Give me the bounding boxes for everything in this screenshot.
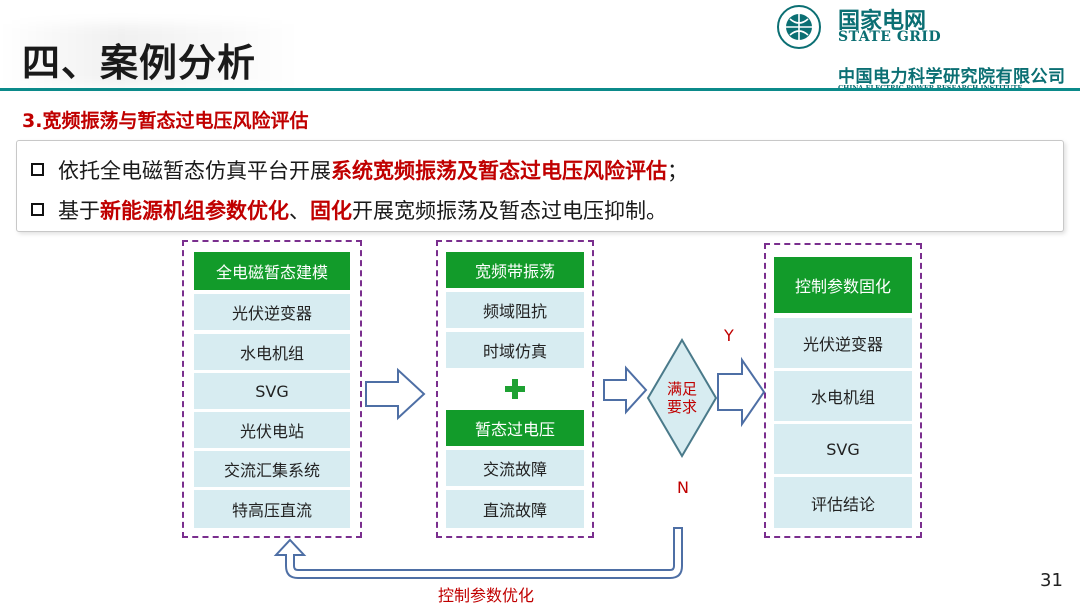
bullet-text: 依托全电磁暂态仿真平台开展 [58, 159, 331, 183]
overvoltage-item: 直流故障 [446, 490, 584, 528]
square-bullet-icon [31, 203, 44, 216]
bullet-box: 依托全电磁暂态仿真平台开展系统宽频振荡及暂态过电压风险评估； 基于新能源机组参数… [16, 140, 1064, 232]
overvoltage-header: 暂态过电压 [446, 410, 584, 446]
plus-icon [505, 379, 525, 399]
bullet-text: 基于 [58, 199, 100, 223]
oscillation-item: 频域阻抗 [446, 292, 584, 328]
square-bullet-icon [31, 163, 44, 176]
yes-label: Y [724, 326, 734, 345]
solidify-header: 控制参数固化 [774, 257, 912, 313]
logo-chinese-name: 国家电网 [838, 9, 927, 34]
solidify-group [764, 243, 922, 538]
oscillation-item: 时域仿真 [446, 332, 584, 368]
modeling-item: 光伏电站 [194, 412, 350, 448]
modeling-header: 全电磁暂态建模 [194, 252, 350, 290]
decision-diamond [646, 338, 718, 458]
modeling-item: SVG [194, 373, 350, 409]
modeling-group [182, 240, 362, 538]
bullet-text: 、 [289, 199, 310, 223]
overvoltage-item: 交流故障 [446, 450, 584, 486]
section-title: 3.宽频振荡与暂态过电压风险评估 [22, 110, 309, 132]
oscillation-header: 宽频带振荡 [446, 252, 584, 288]
modeling-item: 交流汇集系统 [194, 451, 350, 487]
solidify-item: 评估结论 [774, 477, 912, 528]
right-arrow-icon [365, 367, 426, 421]
state-grid-logo-icon [777, 5, 821, 49]
feedback-arrow-icon [273, 527, 683, 579]
logo-english-name: STATE GRID [838, 29, 942, 45]
feedback-label: 控制参数优化 [438, 586, 535, 605]
right-arrow-icon [717, 356, 766, 428]
header-divider [0, 88, 1080, 91]
bullet-text: ； [667, 159, 688, 183]
solidify-item: SVG [774, 424, 912, 474]
modeling-item: 水电机组 [194, 334, 350, 370]
decision-label: 满足要求 [666, 380, 697, 416]
page-title: 四、案例分析 [22, 41, 257, 85]
no-label: N [677, 478, 689, 497]
bullet-item-1: 依托全电磁暂态仿真平台开展系统宽频振荡及暂态过电压风险评估； [31, 155, 688, 185]
title-shadow [0, 24, 300, 86]
institute-chinese-name: 中国电力科学研究院有限公司 [838, 67, 1066, 87]
bullet-highlight: 新能源机组参数优化 [100, 199, 289, 223]
right-arrow-icon [603, 365, 648, 415]
modeling-item: 特高压直流 [194, 490, 350, 528]
page-number: 31 [1040, 570, 1063, 591]
bullet-text: 开展宽频振荡及暂态过电压抑制。 [352, 199, 667, 223]
solidify-item: 光伏逆变器 [774, 318, 912, 368]
modeling-item: 光伏逆变器 [194, 294, 350, 330]
solidify-item: 水电机组 [774, 371, 912, 421]
bullet-highlight: 固化 [310, 199, 352, 223]
analysis-group [436, 240, 594, 538]
bullet-highlight: 系统宽频振荡及暂态过电压风险评估 [331, 159, 667, 183]
bullet-item-2: 基于新能源机组参数优化、固化开展宽频振荡及暂态过电压抑制。 [31, 195, 667, 225]
